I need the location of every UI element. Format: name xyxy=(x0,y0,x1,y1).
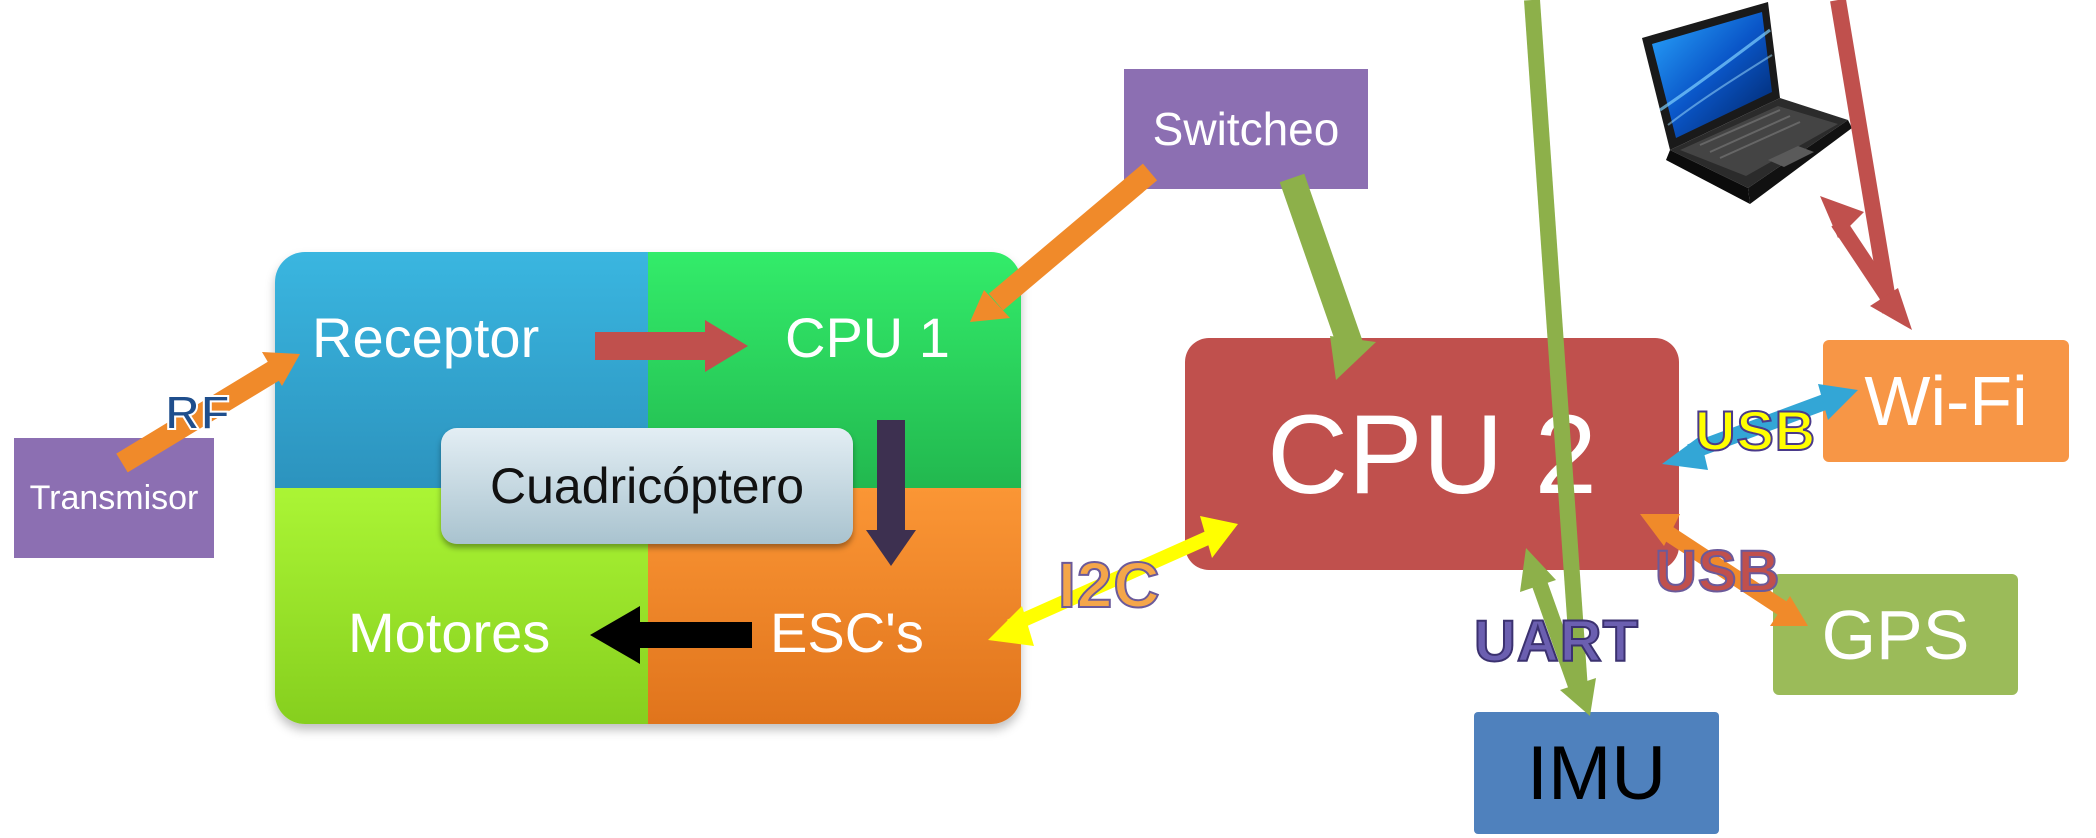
uart-arrow xyxy=(1520,0,1596,716)
switcheo-to-cpu2-arrow xyxy=(1279,173,1376,380)
receptor-label: Receptor xyxy=(312,306,540,369)
rf-label: RF xyxy=(164,386,231,441)
gps-node: GPS xyxy=(1773,574,2018,695)
usb-gps-label: USB xyxy=(1654,538,1781,605)
usb-wifi-label: USB xyxy=(1694,398,1817,463)
i2c-label: I2C xyxy=(1057,548,1161,622)
usb-wifi-arrow xyxy=(1662,384,1858,470)
switcheo-label: Switcheo xyxy=(1152,103,1340,155)
imu-node: IMU xyxy=(1474,712,1719,834)
cuadricoptero-label: Cuadricóptero xyxy=(441,428,853,544)
wifi-label: Wi-Fi xyxy=(1864,362,2028,440)
transmisor-node: Transmisor xyxy=(14,438,214,558)
cpu1-label: CPU 1 xyxy=(785,306,950,369)
gps-label: GPS xyxy=(1821,595,1970,674)
wifi-node: Wi-Fi xyxy=(1823,340,2069,462)
imu-label: IMU xyxy=(1526,730,1667,816)
cpu2-label: CPU 2 xyxy=(1267,391,1597,517)
rf-arrow xyxy=(116,352,300,473)
transmisor-label: Transmisor xyxy=(29,478,199,517)
receptor-to-cpu1-arrow xyxy=(595,320,748,372)
cuadricoptero-text: Cuadricóptero xyxy=(489,458,805,514)
motores-label: Motores xyxy=(348,601,551,664)
cpu2-node: CPU 2 xyxy=(1185,338,1679,570)
cpu1-to-escs-arrow xyxy=(866,420,916,566)
wifi-laptop-arrow xyxy=(1820,0,1912,330)
usb-gps-arrow xyxy=(1640,514,1808,626)
escs-label: ESC's xyxy=(770,601,924,664)
escs-to-motores-arrow xyxy=(590,606,752,664)
uart-label: UART xyxy=(1473,608,1640,675)
i2c-arrow xyxy=(988,516,1238,646)
switcheo-to-cpu1-arrow xyxy=(970,163,1158,322)
laptop-icon xyxy=(1642,2,1852,204)
switcheo-node: Switcheo xyxy=(1124,69,1368,189)
